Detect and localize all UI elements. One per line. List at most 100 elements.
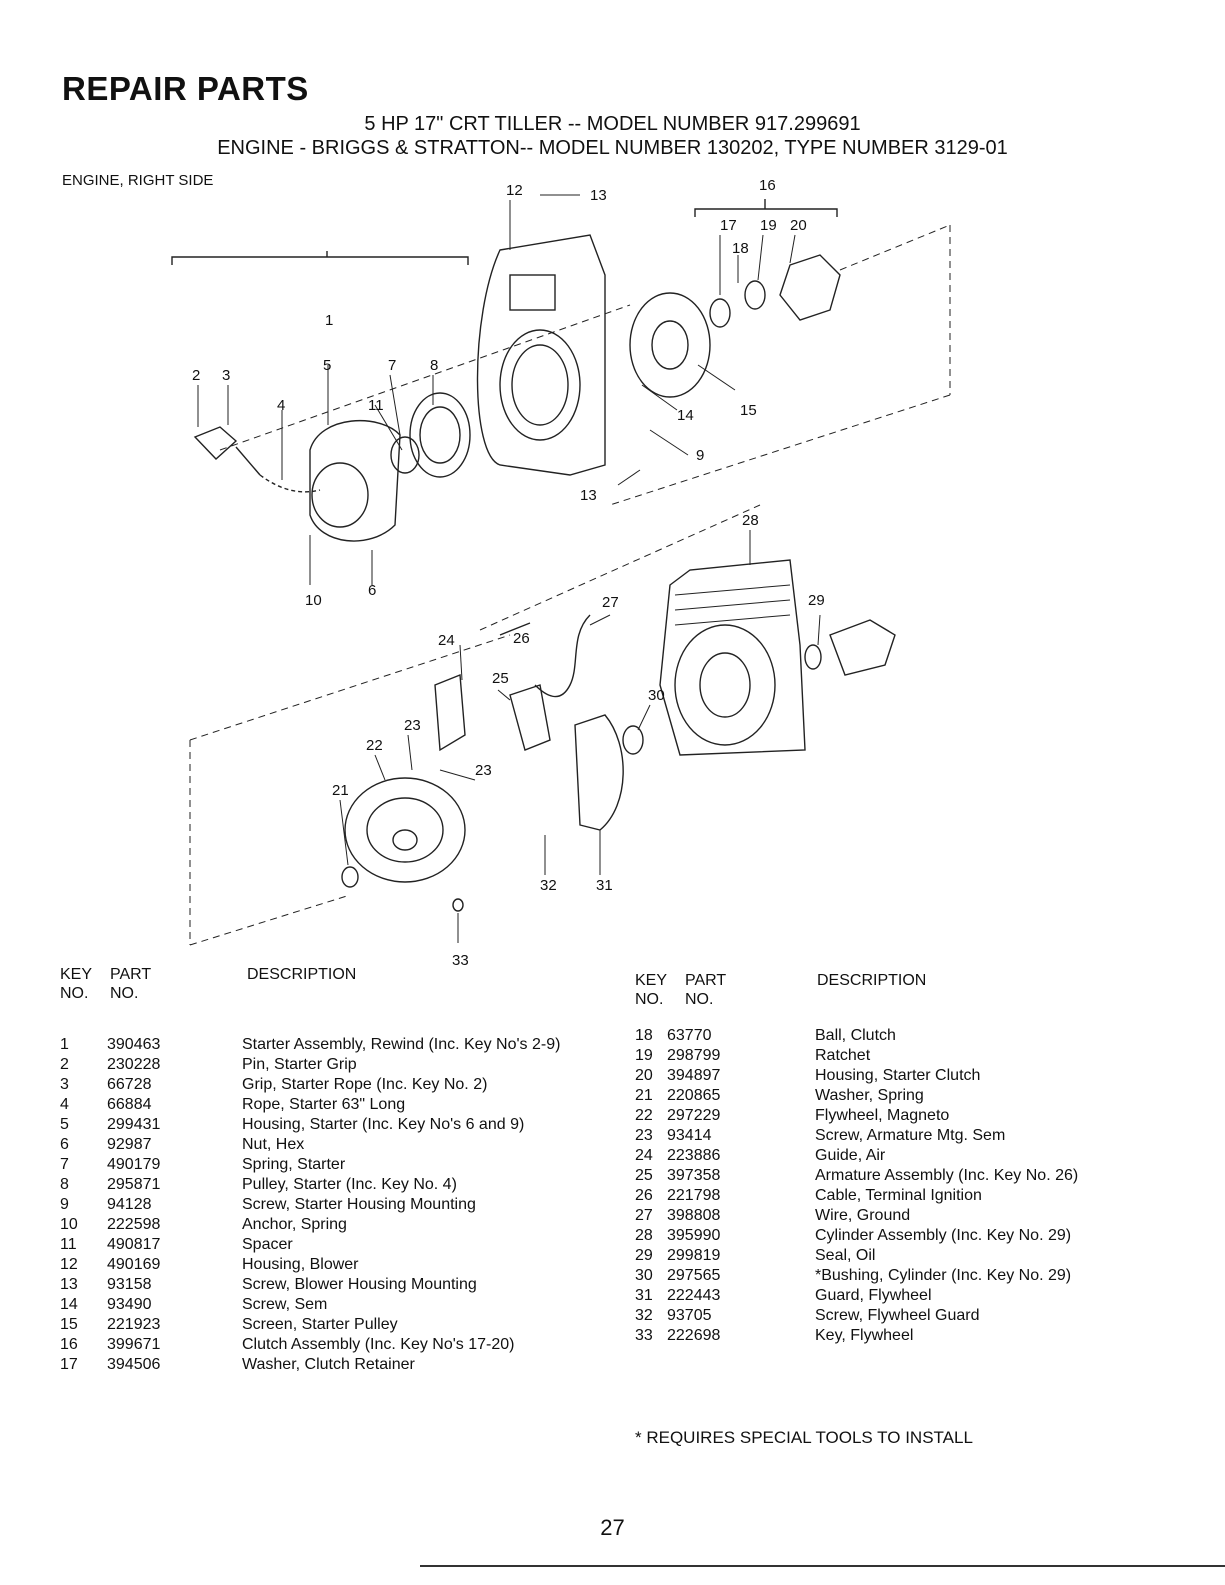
callout-label: 23 — [475, 762, 492, 779]
callout-label: 28 — [742, 512, 759, 529]
parts-cell-desc: Washer, Clutch Retainer — [242, 1356, 415, 1373]
parts-cell-part: 221923 — [107, 1316, 161, 1333]
parts-cell-desc: Screw, Sem — [242, 1296, 328, 1313]
parts-row: 16 399671 Clutch Assembly (Inc. Key No's 1… — [60, 1335, 572, 1355]
parts-cell-key: 5 — [60, 1116, 69, 1133]
model-line: 5 HP 17" CRT TILLER -- MODEL NUMBER 917.… — [364, 113, 861, 135]
parts-cell-part: 399671 — [107, 1336, 161, 1353]
callout-label: 13 — [580, 487, 597, 504]
callout-label: 9 — [696, 447, 704, 464]
callout-label: 15 — [740, 402, 757, 419]
parts-cell-desc: Guard, Flywheel — [815, 1287, 932, 1304]
parts-cell-key: 4 — [60, 1096, 69, 1113]
parts-cell-part: 93414 — [667, 1127, 712, 1144]
parts-cell-desc: Screw, Blower Housing Mounting — [242, 1276, 477, 1293]
parts-cell-part: 394897 — [667, 1067, 721, 1084]
parts-cell-part: 222598 — [107, 1216, 161, 1233]
parts-cell-part: 222698 — [667, 1327, 721, 1344]
callout-label: 16 — [759, 177, 776, 194]
parts-cell-part: 490169 — [107, 1256, 161, 1273]
parts-cell-desc: *Bushing, Cylinder (Inc. Key No. 29) — [815, 1267, 1072, 1284]
col-header-part-line1: PART — [110, 966, 152, 983]
parts-cell-part: 93158 — [107, 1276, 152, 1293]
parts-row: 19 298799 Ratchet — [635, 1046, 1145, 1066]
parts-cell-part: 92987 — [107, 1136, 152, 1153]
parts-cell-desc: Flywheel, Magneto — [815, 1107, 950, 1124]
callout-label: 24 — [438, 632, 455, 649]
parts-cell-desc: Spacer — [242, 1236, 293, 1253]
footnote: * REQUIRES SPECIAL TOOLS TO INSTALL — [635, 1428, 973, 1447]
parts-cell-key: 11 — [60, 1236, 77, 1253]
parts-cell-desc: Housing, Starter (Inc. Key No's 6 and 9) — [242, 1116, 525, 1133]
parts-cell-key: 14 — [60, 1296, 78, 1313]
parts-cell-part: 94128 — [107, 1196, 152, 1213]
callout-label: 30 — [648, 687, 665, 704]
callout-label: 4 — [277, 397, 285, 414]
parts-cell-desc: Screw, Armature Mtg. Sem — [815, 1127, 1006, 1144]
exploded-parts-diagram: 1234567891011121313141516171819202122232… — [171, 177, 951, 969]
callout-label: 23 — [404, 717, 421, 734]
col-header-key-line1: KEY — [60, 966, 93, 983]
parts-cell-key: 8 — [60, 1176, 69, 1193]
parts-cell-key: 25 — [635, 1167, 653, 1184]
parts-cell-desc: Rope, Starter 63" Long — [242, 1096, 406, 1113]
parts-cell-key: 30 — [635, 1267, 653, 1284]
bottom-rule — [420, 1565, 1225, 1567]
parts-cell-part: 223886 — [667, 1147, 721, 1164]
callout-label: 18 — [732, 240, 749, 257]
parts-cell-desc: Screw, Starter Housing Mounting — [242, 1196, 476, 1213]
parts-cell-key: 7 — [60, 1156, 69, 1173]
parts-cell-part: 395990 — [667, 1227, 721, 1244]
engine-line: ENGINE - BRIGGS & STRATTON-- MODEL NUMBE… — [217, 137, 1008, 159]
page-number: 27 — [600, 1515, 625, 1540]
parts-cell-desc: Pulley, Starter (Inc. Key No. 4) — [242, 1176, 457, 1193]
parts-cell-key: 16 — [60, 1336, 78, 1353]
parts-cell-part: 298799 — [667, 1047, 721, 1064]
callout-label: 3 — [222, 367, 230, 384]
parts-cell-desc: Armature Assembly (Inc. Key No. 26) — [815, 1167, 1079, 1184]
parts-cell-desc: Spring, Starter — [242, 1156, 346, 1173]
parts-cell-part: 222443 — [667, 1287, 721, 1304]
parts-cell-desc: Clutch Assembly (Inc. Key No's 17-20) — [242, 1336, 515, 1353]
parts-cell-key: 18 — [635, 1027, 653, 1044]
callout-label: 33 — [452, 952, 469, 969]
col-header-key-line2: NO. — [635, 991, 664, 1008]
parts-cell-part: 299431 — [107, 1116, 161, 1133]
parts-cell-desc: Guide, Air — [815, 1147, 886, 1164]
parts-cell-desc: Ratchet — [815, 1047, 871, 1064]
parts-cell-part: 297229 — [667, 1107, 721, 1124]
parts-cell-desc: Nut, Hex — [242, 1136, 305, 1153]
parts-cell-key: 19 — [635, 1047, 653, 1064]
parts-cell-key: 32 — [635, 1307, 653, 1324]
parts-cell-part: 220865 — [667, 1087, 721, 1104]
parts-cell-part: 490817 — [107, 1236, 161, 1253]
parts-cell-key: 3 — [60, 1076, 69, 1093]
col-header-description: DESCRIPTION — [247, 966, 357, 983]
callout-label: 8 — [430, 357, 438, 374]
callout-label: 6 — [368, 582, 376, 599]
callout-label: 27 — [602, 594, 619, 611]
callout-label: 10 — [305, 592, 322, 609]
parts-cell-key: 15 — [60, 1316, 78, 1333]
parts-cell-key: 13 — [60, 1276, 78, 1293]
